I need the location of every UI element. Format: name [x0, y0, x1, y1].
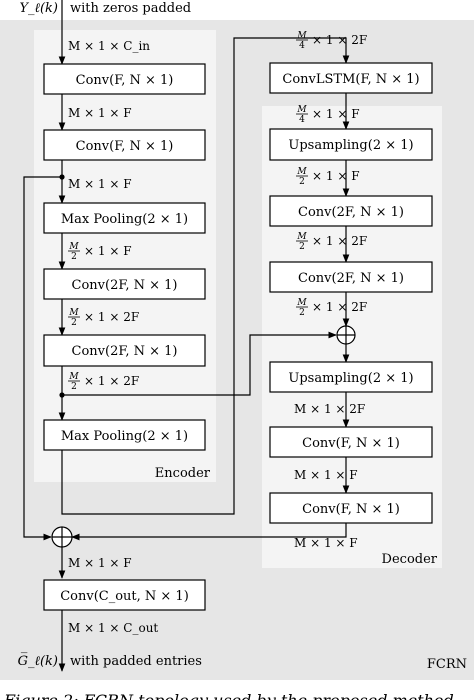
svg-text:Upsampling(2 × 1): Upsampling(2 × 1): [288, 138, 413, 153]
svg-text:M: M: [296, 31, 307, 41]
encoder-dim-3: M × 1 × F: [68, 177, 132, 191]
decoder-dim-1: M 2 × 1 × F: [296, 167, 360, 187]
skip2-connection: [62, 331, 337, 396]
svg-text:M × 1 × 2F: M × 1 × 2F: [294, 402, 365, 416]
decoder-layer-2: Conv(2F, N × 1): [269, 195, 433, 227]
decoder-label: Decoder: [382, 552, 438, 567]
output-layer: Conv(C_out, N × 1): [43, 579, 206, 611]
encoder-dim-4: M 2 × 1 × F: [68, 242, 132, 262]
convlstm-layer: ConvLSTM(F, N × 1): [269, 62, 433, 94]
decoder-layer-6: Conv(F, N × 1): [269, 492, 433, 524]
output-note: with padded entries: [70, 654, 202, 669]
bottleneck-dim-in: M 4 × 1 × 2F: [296, 31, 367, 51]
svg-text:4: 4: [299, 41, 305, 51]
bottleneck-dim-out: M 4 × 1 × F: [296, 105, 360, 125]
encoder-region: [34, 30, 216, 482]
encoder-dim-1: M × 1 × C_in: [68, 39, 150, 53]
svg-text:Conv(2F, N × 1): Conv(2F, N × 1): [298, 205, 404, 220]
svg-text:M: M: [68, 242, 79, 252]
decoder-adder: [336, 325, 356, 345]
svg-text:2: 2: [299, 308, 305, 318]
svg-text:Conv(F, N × 1): Conv(F, N × 1): [76, 73, 174, 88]
arrow-dec6-adder: [71, 523, 347, 541]
svg-text:M × 1 × F: M × 1 × F: [68, 556, 132, 570]
output-symbol: G̅_ℓ(k): [18, 653, 58, 669]
decoder-layer-3: Conv(2F, N × 1): [269, 261, 433, 293]
decoder-dim-6: M × 1 × F: [294, 536, 358, 550]
svg-text:Max Pooling(2 × 1): Max Pooling(2 × 1): [61, 429, 188, 444]
fcrn-label: FCRN: [427, 657, 467, 672]
svg-text:Conv(2F, N × 1): Conv(2F, N × 1): [298, 271, 404, 286]
decoder-layer-1: Upsampling(2 × 1): [269, 128, 433, 161]
encoder-layer-5: Conv(2F, N × 1): [43, 334, 206, 367]
decoder-dim-5: M × 1 × F: [294, 468, 358, 482]
svg-text:Conv(C_out, N × 1): Conv(C_out, N × 1): [60, 589, 189, 604]
svg-text:Conv(F, N × 1): Conv(F, N × 1): [302, 436, 400, 451]
encoder-layer-6: Max Pooling(2 × 1): [43, 419, 206, 451]
svg-text:2: 2: [71, 252, 77, 262]
encoder-dim-5: M 2 × 1 × 2F: [68, 308, 139, 328]
input-note: with zeros padded: [70, 1, 191, 16]
svg-text:× 1 × 2F: × 1 × 2F: [312, 33, 367, 47]
svg-text:M: M: [68, 372, 79, 382]
decoder-layer-4: Upsampling(2 × 1): [269, 361, 433, 393]
svg-text:2: 2: [71, 318, 77, 328]
svg-text:× 1 × 2F: × 1 × 2F: [312, 234, 367, 248]
svg-text:Upsampling(2 × 1): Upsampling(2 × 1): [288, 371, 413, 386]
decoder-dim-2: M 2 × 1 × 2F: [296, 232, 367, 252]
svg-text:× 1 × F: × 1 × F: [312, 169, 360, 183]
svg-text:Max Pooling(2 × 1): Max Pooling(2 × 1): [61, 212, 188, 227]
svg-text:2: 2: [299, 242, 305, 252]
svg-text:M × 1 × F: M × 1 × F: [294, 468, 358, 482]
input-symbol: Y_ℓ(k): [19, 1, 58, 16]
decoder-dim-4: M × 1 × 2F: [294, 402, 365, 416]
svg-text:× 1 × F: × 1 × F: [312, 107, 360, 121]
svg-text:M: M: [296, 167, 307, 177]
final-dim-out: M × 1 × C_out: [68, 621, 158, 635]
svg-text:2: 2: [71, 382, 77, 392]
encoder-layer-2: Conv(F, N × 1): [43, 129, 206, 161]
svg-text:Conv(2F, N × 1): Conv(2F, N × 1): [72, 278, 178, 293]
svg-text:× 1 × 2F: × 1 × 2F: [84, 310, 139, 324]
svg-text:M: M: [296, 298, 307, 308]
encoder-dim-2: M × 1 × F: [68, 106, 132, 120]
svg-text:M × 1 × C_in: M × 1 × C_in: [68, 39, 150, 53]
svg-text:M × 1 × F: M × 1 × F: [68, 106, 132, 120]
svg-text:ConvLSTM(F, N × 1): ConvLSTM(F, N × 1): [282, 72, 419, 87]
skip1-connection: [23, 176, 62, 541]
svg-text:Conv(F, N × 1): Conv(F, N × 1): [76, 139, 174, 154]
svg-text:× 1 × 2F: × 1 × 2F: [84, 374, 139, 388]
svg-text:Conv(2F, N × 1): Conv(2F, N × 1): [72, 344, 178, 359]
encoder-layer-3: Max Pooling(2 × 1): [43, 202, 206, 234]
encoder-layer-1: Conv(F, N × 1): [43, 63, 206, 95]
svg-text:Conv(F, N × 1): Conv(F, N × 1): [302, 502, 400, 517]
svg-text:× 1 × 2F: × 1 × 2F: [312, 300, 367, 314]
final-dim-in: M × 1 × F: [68, 556, 132, 570]
svg-text:4: 4: [299, 115, 305, 125]
svg-text:M: M: [296, 105, 307, 115]
encoder-layer-4: Conv(2F, N × 1): [43, 268, 206, 300]
svg-text:M: M: [296, 232, 307, 242]
arrow-enc6-convlstm: [61, 37, 350, 515]
svg-text:M × 1 × C_out: M × 1 × C_out: [68, 621, 158, 635]
svg-text:× 1 × F: × 1 × F: [84, 244, 132, 258]
encoder-dim-6: M 2 × 1 × 2F: [68, 372, 139, 392]
decoder-layer-5: Conv(F, N × 1): [269, 426, 433, 458]
decoder-dim-3: M 2 × 1 × 2F: [296, 298, 367, 318]
encoder-label: Encoder: [155, 466, 211, 481]
svg-text:M × 1 × F: M × 1 × F: [68, 177, 132, 191]
output-adder: [51, 526, 73, 548]
svg-text:2: 2: [299, 177, 305, 187]
figure-caption: Figure 2: FCRN topology used by the prop…: [3, 691, 454, 700]
svg-text:M × 1 × F: M × 1 × F: [294, 536, 358, 550]
svg-text:M: M: [68, 308, 79, 318]
